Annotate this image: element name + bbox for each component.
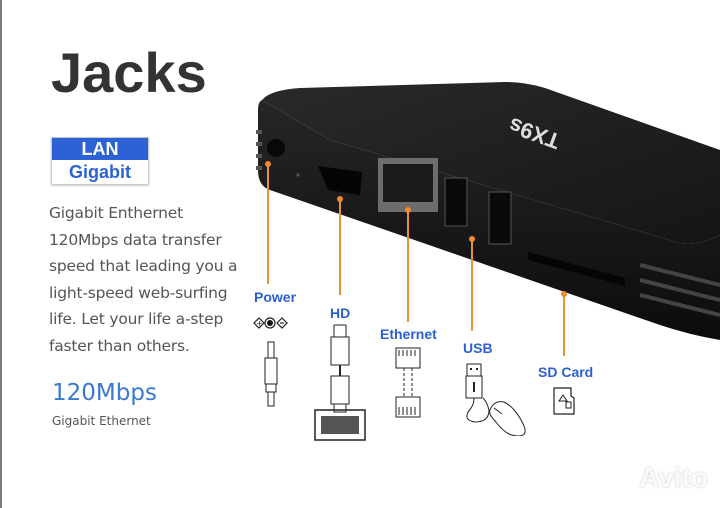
avito-watermark: Avito bbox=[639, 462, 708, 493]
port-label-sd-card: SD Card bbox=[538, 364, 594, 380]
left-border bbox=[0, 0, 2, 508]
page-title: Jacks bbox=[51, 41, 207, 104]
usb-mouse-icon bbox=[465, 363, 526, 436]
sd-leader bbox=[563, 294, 565, 356]
description-line: speed that leading you a bbox=[49, 257, 238, 276]
hd-leader bbox=[339, 199, 341, 295]
ethernet-cable-icon bbox=[395, 347, 421, 418]
badge-top: LAN bbox=[52, 138, 148, 160]
description-line: faster than others. bbox=[49, 336, 190, 355]
badge-bottom: Gigabit bbox=[52, 160, 148, 184]
power-leader bbox=[267, 164, 269, 284]
description-line: Gigabit Enthernet bbox=[49, 204, 183, 222]
ethernet-leader bbox=[407, 210, 409, 322]
speed-caption: Gigabit Ethernet bbox=[52, 414, 151, 428]
svg-text:+: + bbox=[256, 319, 263, 328]
description-line: life. Let your life a-step bbox=[49, 310, 224, 329]
port-label-ethernet: Ethernet bbox=[380, 326, 437, 342]
lan-gigabit-badge: LAN Gigabit bbox=[51, 137, 149, 185]
hdmi-cable-icon bbox=[314, 324, 366, 441]
port-label-usb: USB bbox=[463, 340, 493, 356]
usb-leader bbox=[471, 239, 473, 331]
dc-power-plug-icon: + bbox=[253, 317, 288, 407]
description: Gigabit Enthernet 120Mbps data transfer … bbox=[49, 200, 249, 360]
port-label-power: Power bbox=[254, 289, 297, 305]
port-label-hd: HD bbox=[330, 305, 351, 321]
speed-value: 120Mbps bbox=[52, 380, 157, 406]
description-line: 120Mbps data transfer bbox=[49, 230, 222, 249]
description-line: light-speed web-surfing bbox=[49, 283, 228, 302]
sd-card-icon bbox=[553, 387, 575, 415]
